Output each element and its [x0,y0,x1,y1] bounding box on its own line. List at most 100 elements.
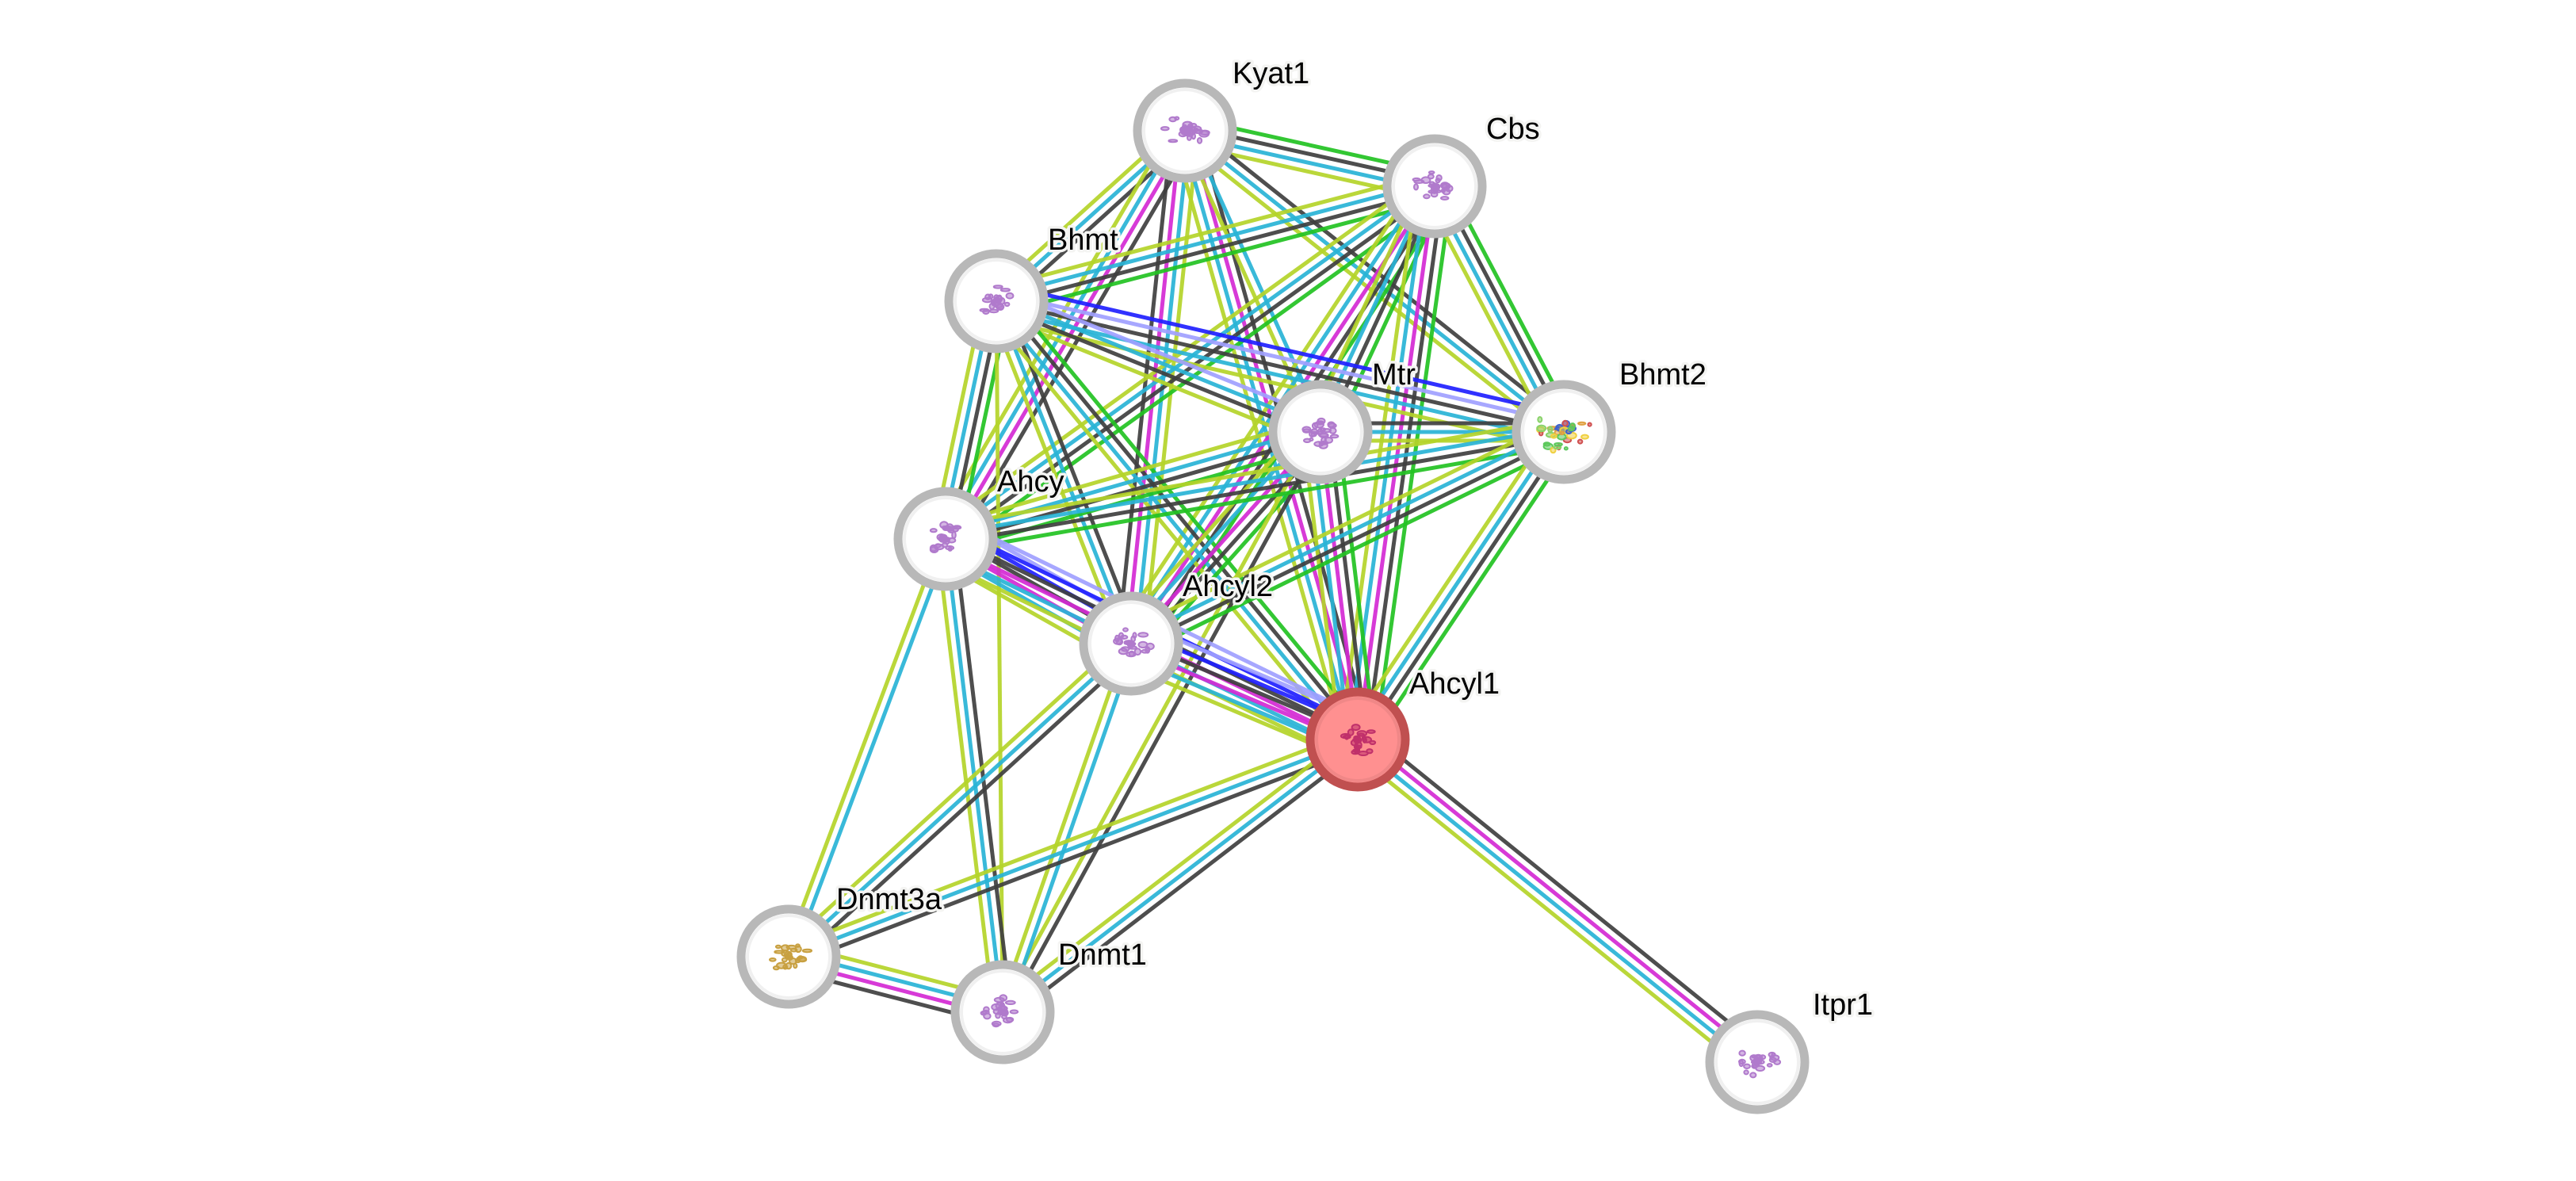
edge-line-coexpression [946,434,1565,545]
edge-line-textmining [984,308,1350,750]
edge-line-coexpression [1004,433,1327,1015]
edge-line-fusion [999,282,1569,417]
edge-ahcyl1-itpr1[interactable] [1348,728,1767,1074]
edge-line-coexpression [1007,744,1365,1021]
node-label-ahcy: Ahcy [997,465,1064,499]
edge-line-coexpression [1327,430,1369,739]
edge-line-textmining [992,316,1561,451]
node-bhmt2[interactable] [1512,380,1616,484]
protein-structure-icon [769,943,813,971]
edge-line-neighborhood [1373,188,1454,743]
nodes-layer [736,78,1810,1114]
edge-line-textmining [996,429,1319,1011]
node-bhmt[interactable] [944,249,1049,354]
edge-ahcyl2-dnmt3a[interactable] [781,636,1139,965]
edge-line-database [1352,428,1562,739]
edge-bhmt2-ahcyl1[interactable] [1345,423,1577,748]
edge-line-textmining [1345,423,1555,734]
protein-structure-icon [1160,116,1210,144]
edge-mtr-dnmt1[interactable] [996,429,1327,1015]
edge-line-textmining [1141,132,1200,645]
edge-line-database [944,426,1564,537]
edge-line-database [1128,426,1563,642]
edges-layer [781,116,1767,1074]
edge-line-database [1353,741,1756,1068]
protein-structure-icon [980,994,1019,1028]
node-label-bhmt: Bhmt [1048,224,1118,257]
protein-structure-icon [1738,1049,1782,1079]
edge-line-database [991,302,1356,744]
edge-line-homology [997,290,1567,426]
protein-structure-icon [1536,416,1592,454]
node-cbs[interactable] [1382,134,1487,239]
edge-line-database [787,642,1133,958]
edge-ahcyl1-dnmt3a[interactable] [785,729,1362,967]
edge-line-neighborhood [947,442,1567,554]
node-dnmt3a[interactable] [736,904,841,1009]
node-itpr1[interactable] [1705,1010,1810,1114]
node-dnmt1[interactable] [950,960,1055,1064]
edge-line-database [997,295,1323,430]
protein-structure-icon [1301,417,1340,449]
edge-line-coexpression [952,537,1014,1011]
node-kyat1[interactable] [1133,78,1237,183]
edge-line-coexpression [998,296,1363,739]
edge-bhmt-dnmt1[interactable] [994,300,1005,1013]
edge-line-coexpression [994,303,1320,438]
edge-line-coexpression [791,745,1362,967]
edge-line-database [994,300,1133,644]
edge-ahcyl1-dnmt1[interactable] [996,731,1365,1021]
edge-line-database [1347,185,1428,739]
edge-line-textmining [1348,747,1751,1074]
edge-line-coexpression [996,299,1565,434]
node-label-ahcyl2: Ahcyl2 [1183,570,1273,603]
node-label-bhmt2: Bhmt2 [1619,358,1707,392]
edge-line-neighborhood [1136,441,1571,658]
edge-line-coexpression [1002,297,1141,641]
edge-line-textmining [1301,434,1343,742]
node-inner-shadow [1315,697,1401,782]
node-label-kyat1: Kyat1 [1233,57,1309,90]
edge-line-coexpression [1364,728,1767,1054]
edge-line-neighborhood [1366,438,1577,748]
node-ahcyl1[interactable] [1305,687,1410,792]
edge-ahcyl2-dnmt1[interactable] [996,641,1137,1015]
edge-line-database [788,737,1359,959]
edge-line-textmining [996,731,1354,1007]
edge-line-textmining [782,537,944,956]
edge-line-coexpression [1359,433,1569,743]
node-label-dnmt1: Dnmt1 [1058,938,1147,972]
node-inner-shadow [1392,143,1477,229]
edge-line-experiments [1355,185,1437,740]
node-inner-shadow [960,969,1045,1055]
edge-line-textmining [941,417,1318,529]
node-ahcyl2[interactable] [1079,591,1183,696]
node-inner-shadow [903,496,988,582]
edge-line-database [994,180,1435,300]
edge-line-homology [1000,287,1327,422]
edge-bhmt2-ahcy[interactable] [942,417,1567,554]
edge-line-database [1001,738,1359,1014]
edge-line-textmining [994,300,1005,1013]
node-inner-shadow [1142,88,1228,174]
node-inner-shadow [1088,601,1174,686]
node-ahcy[interactable] [893,487,998,591]
edge-bhmt-mtr[interactable] [990,287,1327,446]
edge-line-database [993,308,1563,443]
edge-line-coexpression [1132,434,1567,650]
edge-line-coexpression [1116,129,1175,643]
node-label-itpr1: Itpr1 [1813,988,1873,1022]
node-label-cbs: Cbs [1486,113,1540,146]
edge-line-database [1004,644,1137,1015]
edge-line-textmining [942,417,1562,529]
edge-line-experiments [1125,130,1183,644]
edge-ahcy-dnmt3a[interactable] [782,537,952,959]
node-label-ahcyl1: Ahcyl1 [1409,667,1500,701]
node-mtr[interactable] [1268,380,1373,484]
edge-bhmt2-ahcyl2[interactable] [1124,418,1571,658]
edge-line-textmining [992,171,1432,291]
edge-line-textmining [990,311,1317,446]
edge-bhmt-bhmt2[interactable] [992,282,1569,451]
node-label-mtr: Mtr [1372,358,1416,392]
